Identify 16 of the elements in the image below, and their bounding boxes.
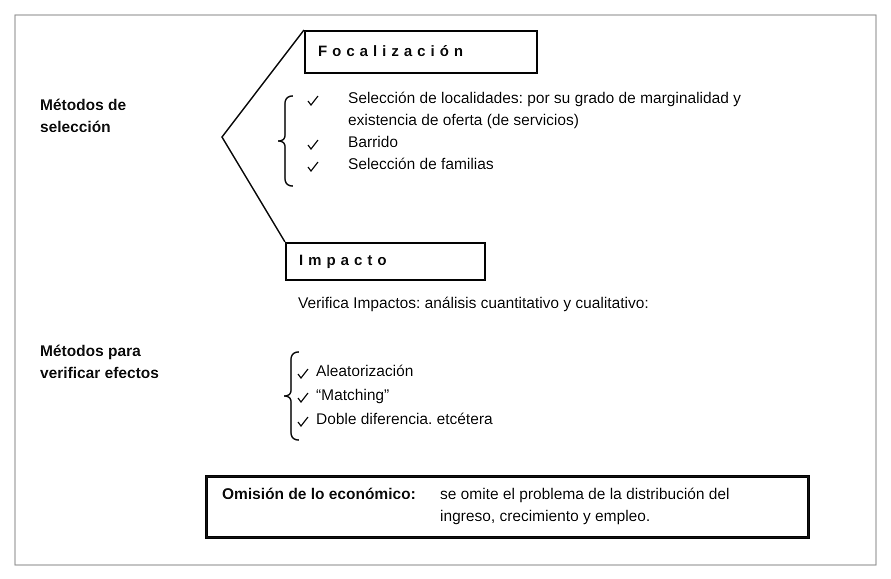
note-box — [205, 475, 810, 539]
side-heading: Métodos para verificar efectos — [40, 342, 160, 384]
heading-text: Focalización — [318, 42, 468, 62]
list-item: Aleatorización — [316, 362, 414, 382]
heading-box — [304, 30, 538, 74]
list-item: “Matching” — [316, 386, 390, 406]
note-heading: Omisión de lo económico: — [222, 485, 416, 505]
list-item: Doble diferencia. etcétera — [316, 410, 493, 430]
heading-box — [285, 242, 486, 281]
heading-text: Impacto — [299, 251, 392, 271]
list-item: Barrido — [348, 133, 398, 153]
note-text: se omite el problema de la distribución del ingreso, crecimiento y empleo. — [440, 485, 730, 527]
list-item: Selección de familias — [348, 155, 494, 175]
note-text: Verifica Impactos: análisis cuantitativo y cualitativo: — [298, 294, 649, 314]
list-item: Selección de localidades: por su grado de marginalidad y existencia de oferta (de servicios) — [348, 89, 742, 131]
side-heading: Métodos de selección — [40, 96, 128, 138]
